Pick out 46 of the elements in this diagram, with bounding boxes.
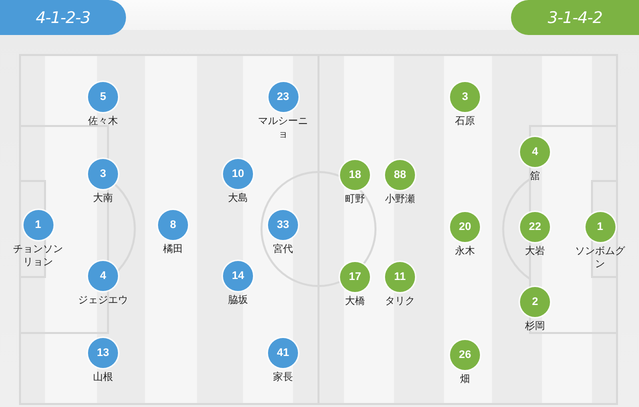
player-name: 畑	[460, 373, 470, 386]
player-number-badge: 3	[450, 82, 480, 112]
formation-tab: 3-1-4-2	[511, 0, 639, 35]
player-number-badge: 22	[520, 212, 550, 242]
formation-tab: 4-1-2-3	[0, 0, 126, 35]
player-number-badge: 18	[340, 160, 370, 190]
player-number-badge: 11	[385, 262, 415, 292]
player-number-badge: 2	[520, 287, 550, 317]
player-name: 大島	[228, 192, 248, 205]
player-name: 宮代	[273, 243, 293, 256]
player-name: 山根	[93, 371, 113, 384]
player-name: 町野	[345, 193, 365, 206]
player-name: ジェジエウ	[78, 294, 128, 307]
player-number-badge: 8	[158, 210, 188, 240]
player-name: ソンボムグン	[574, 245, 626, 271]
player-name: 杉岡	[525, 320, 545, 333]
player-number-badge: 41	[268, 338, 298, 368]
player-number-badge: 3	[88, 159, 118, 189]
player-name: 大南	[93, 192, 113, 205]
player-name: 大岩	[525, 245, 545, 258]
player-number-badge: 4	[520, 137, 550, 167]
player-number-badge: 17	[340, 262, 370, 292]
player-name: 橘田	[163, 243, 183, 256]
player-name: マルシーニョ	[257, 115, 309, 141]
player-number-badge: 1	[585, 212, 615, 242]
player-name: 永木	[455, 245, 475, 258]
player-number-badge: 1	[23, 210, 53, 240]
player-name: 小野瀬	[385, 193, 415, 206]
player-name: 家長	[273, 371, 293, 384]
player-number-badge: 4	[88, 261, 118, 291]
player-number-badge: 10	[223, 159, 253, 189]
player-number-badge: 13	[88, 338, 118, 368]
player-name: 舘	[530, 170, 540, 183]
player-number-badge: 20	[450, 212, 480, 242]
player-name: 石原	[455, 115, 475, 128]
player-number-badge: 33	[268, 210, 298, 240]
player-name: チョンソンリョン	[12, 243, 64, 269]
player-number-badge: 5	[88, 82, 118, 112]
player-name: 脇坂	[228, 294, 248, 307]
player-number-badge: 14	[223, 261, 253, 291]
player-name: 大橋	[345, 295, 365, 308]
player-name: タリク	[385, 295, 415, 308]
player-number-badge: 23	[268, 82, 298, 112]
player-name: 佐々木	[88, 115, 118, 128]
player-number-badge: 26	[450, 340, 480, 370]
player-number-badge: 88	[385, 160, 415, 190]
